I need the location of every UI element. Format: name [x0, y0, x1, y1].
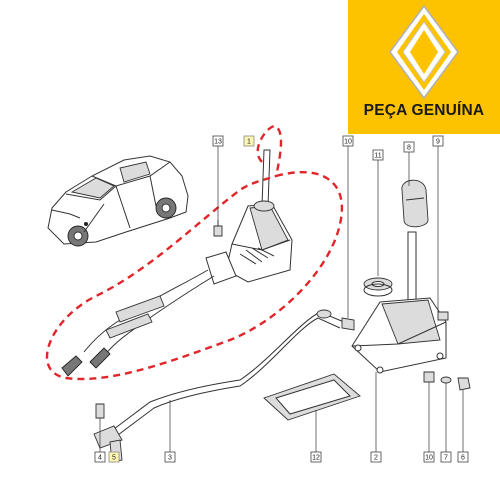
callout-7-label: 7: [444, 455, 448, 462]
washers-parts-6-7-10: [423, 371, 471, 391]
gear-lever-part-2: [351, 231, 447, 374]
callout-4-label: 4: [98, 455, 102, 462]
renault-diamond-logo-icon: [389, 4, 459, 100]
badge-text: PEÇA GENUÍNA: [363, 102, 485, 119]
car-illustration: [47, 155, 189, 247]
callout-6-label: 6: [461, 455, 465, 462]
callout-12-label: 12: [312, 455, 320, 462]
callout-9: 9: [432, 135, 444, 147]
boot-ring-part-11: [363, 277, 393, 297]
callout-3-label: 3: [168, 455, 172, 462]
gasket-part-12: [263, 373, 361, 421]
callout-11: 11: [372, 149, 384, 161]
leader-lines: [99, 146, 464, 462]
callout-13-label: 13: [214, 139, 222, 146]
callout-10-top-label: 10: [344, 139, 352, 146]
callout-8: 8: [403, 141, 415, 153]
callout-5: 5: [108, 451, 120, 463]
callout-13: 13: [212, 135, 224, 147]
nut-part-9: [437, 311, 449, 321]
callout-6: 6: [457, 451, 469, 463]
callout-4: 4: [94, 451, 106, 463]
callout-7: 7: [440, 451, 452, 463]
callout-1: 1: [243, 135, 255, 147]
callout-3: 3: [164, 451, 176, 463]
callout-2-label: 2: [374, 455, 378, 462]
callout-12: 12: [310, 451, 322, 463]
part-1-highlight: [45, 124, 343, 381]
callout-5-label: 5: [112, 455, 116, 462]
bolt-part-13: [213, 220, 223, 237]
callout-11-label: 11: [374, 153, 381, 160]
callout-8-label: 8: [407, 145, 411, 152]
callout-10-bottom-label: 10: [425, 455, 433, 462]
shifter-assembly-part-1: [61, 149, 293, 377]
genuine-part-badge: [348, 0, 500, 134]
callout-9-label: 9: [436, 139, 440, 146]
callout-10-bottom: 10: [423, 451, 435, 463]
shift-knob-part-8: [401, 179, 429, 228]
callout-10-top: 10: [342, 135, 354, 147]
callout-1-label: 1: [247, 139, 251, 146]
callout-2: 2: [370, 451, 382, 463]
